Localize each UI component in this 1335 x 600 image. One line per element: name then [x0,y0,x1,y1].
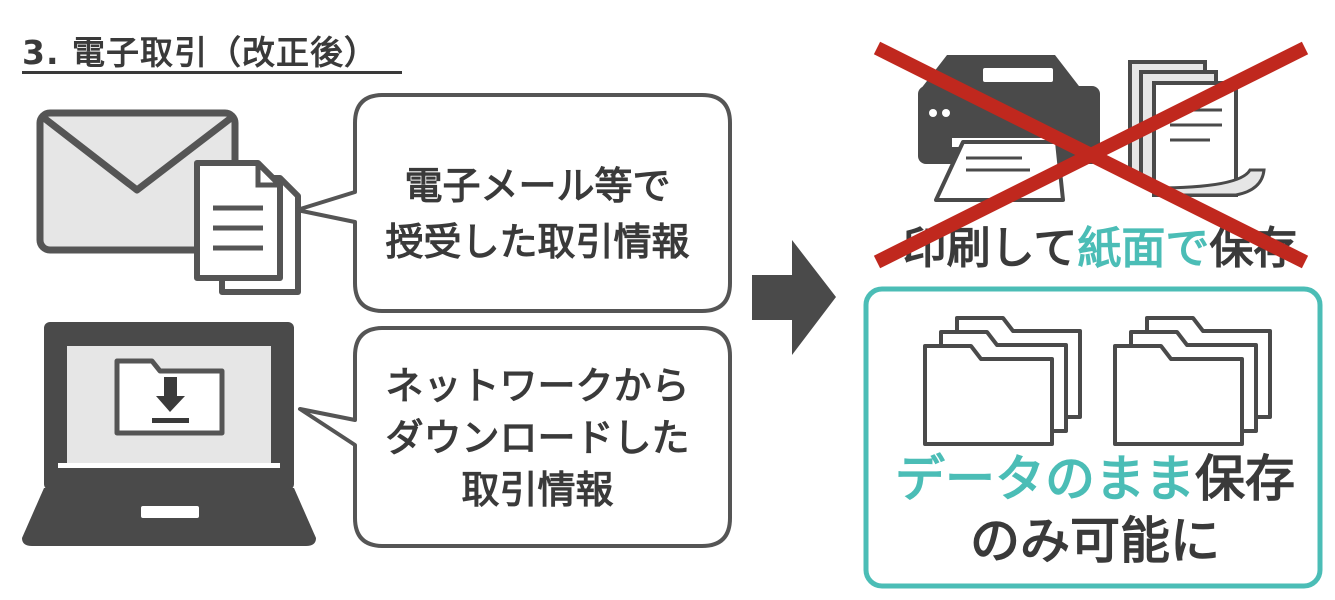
email-bubble-text: 電子メール等で 授受した取引情報 [355,158,720,270]
document-icon [194,160,301,295]
data-save-line1: データのまま保存 [870,448,1320,510]
folder-stack-icon [1113,316,1272,446]
download-bubble-line1: ネットワークから [385,364,690,408]
laptop-icon [22,322,316,546]
data-save-line2: のみ可能に [970,512,1220,570]
folder-stack-icon [923,316,1082,446]
download-bubble-line3: 取引情報 [461,468,614,512]
download-bubble-text: ネットワークから ダウンロードした 取引情報 [355,360,720,516]
data-save-label: データのまま保存 のみ可能に [870,448,1320,572]
speech-bubble-email [295,93,732,313]
download-folder-icon [114,358,225,436]
data-save-highlight: データのまま [895,450,1195,508]
speech-bubble-download [298,326,732,548]
email-bubble-line2: 授受した取引情報 [385,220,690,264]
print-label-highlight: 紙面で [1077,223,1210,274]
page-title: 3. 電子取引（改正後） [22,33,378,72]
title-underline [22,71,402,74]
data-save-part1: 保存 [1195,450,1295,508]
download-bubble-line2: ダウンロードした [385,416,690,460]
arrow-right-icon [752,240,836,355]
email-bubble-line1: 電子メール等で [404,164,671,208]
